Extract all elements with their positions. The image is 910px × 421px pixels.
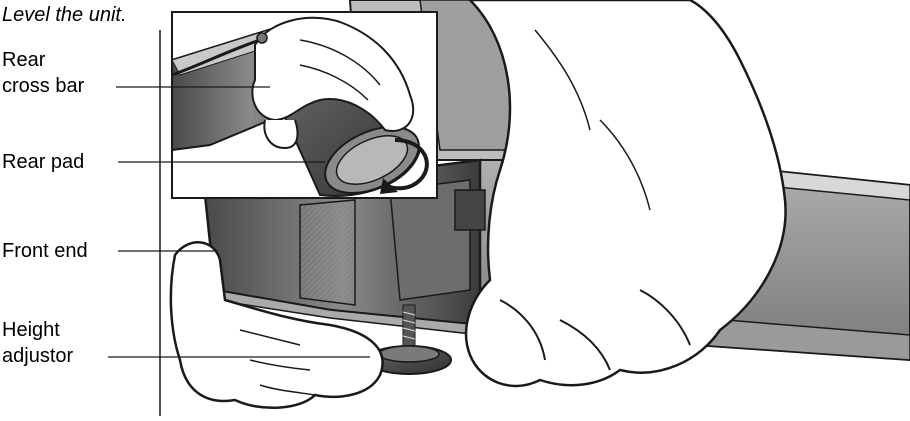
callout-front-end: Front end <box>2 239 88 264</box>
callout-height-adjustor-line1: Height <box>2 318 60 343</box>
figure-caption: Level the unit. <box>2 3 127 28</box>
callout-rear-cross-bar-line1: Rear <box>2 48 45 73</box>
callout-rear-cross-bar-line2: cross bar <box>2 74 84 99</box>
inset-detail <box>172 12 437 207</box>
callout-rear-pad: Rear pad <box>2 150 84 175</box>
callout-height-adjustor-line2: adjustor <box>2 344 73 369</box>
